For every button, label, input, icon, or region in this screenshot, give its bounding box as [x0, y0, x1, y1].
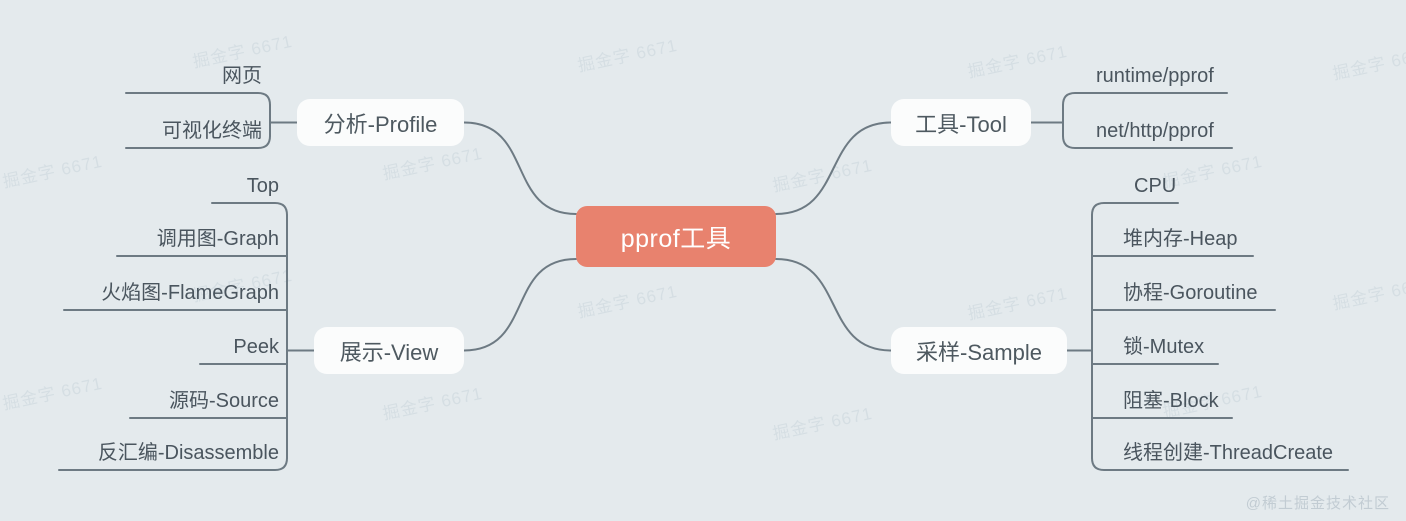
edge-root-to-profile — [463, 121, 577, 215]
edge-root-to-sample — [775, 258, 892, 352]
leaf-node[interactable]: 阻塞-Block — [1123, 390, 1219, 412]
leaf-node[interactable]: 堆内存-Heap — [1123, 228, 1238, 250]
site-credit-watermark: @稀土掘金技术社区 — [1245, 495, 1390, 512]
branch-node-view[interactable]: 展示-View — [314, 327, 464, 374]
leaf-node[interactable]: 调用图-Graph — [156, 228, 279, 250]
leaf-underline-tool-1 — [1062, 135, 1233, 149]
leaf-node[interactable]: 锁-Mutex — [1123, 336, 1205, 358]
leaf-node[interactable]: 源码-Source — [168, 390, 279, 412]
leaf-node[interactable]: Peek — [233, 336, 279, 358]
leaf-underline-sample-5 — [1091, 457, 1349, 471]
edge-root-to-tool — [775, 121, 892, 215]
branch-node-tool[interactable]: 工具-Tool — [891, 99, 1031, 146]
leaf-node[interactable]: 反汇编-Disassemble — [97, 442, 279, 464]
edge-root-to-view — [463, 258, 577, 352]
leaf-underline-profile-1 — [125, 135, 271, 149]
leaf-underline-view-0 — [211, 202, 288, 216]
leaf-node[interactable]: 网页 — [222, 65, 262, 87]
leaf-node[interactable]: 线程创建-ThreadCreate — [1123, 442, 1334, 464]
leaf-node[interactable]: runtime/pprof — [1096, 65, 1214, 87]
leaf-node[interactable]: Top — [246, 175, 279, 197]
leaf-underline-view-5 — [58, 457, 288, 471]
leaf-node[interactable]: CPU — [1134, 175, 1177, 197]
leaf-node[interactable]: 火焰图-FlameGraph — [101, 282, 279, 304]
leaf-node[interactable]: 可视化终端 — [162, 120, 262, 142]
branch-node-sample[interactable]: 采样-Sample — [891, 327, 1067, 374]
leaf-underline-sample-0 — [1091, 202, 1179, 216]
leaf-node[interactable]: net/http/pprof — [1096, 120, 1214, 142]
leaf-node[interactable]: 协程-Goroutine — [1123, 282, 1258, 304]
leaf-underline-tool-0 — [1062, 92, 1228, 106]
leaf-underline-profile-0 — [125, 92, 271, 106]
root-node[interactable]: pprof工具 — [576, 206, 776, 267]
branch-node-profile[interactable]: 分析-Profile — [297, 99, 464, 146]
